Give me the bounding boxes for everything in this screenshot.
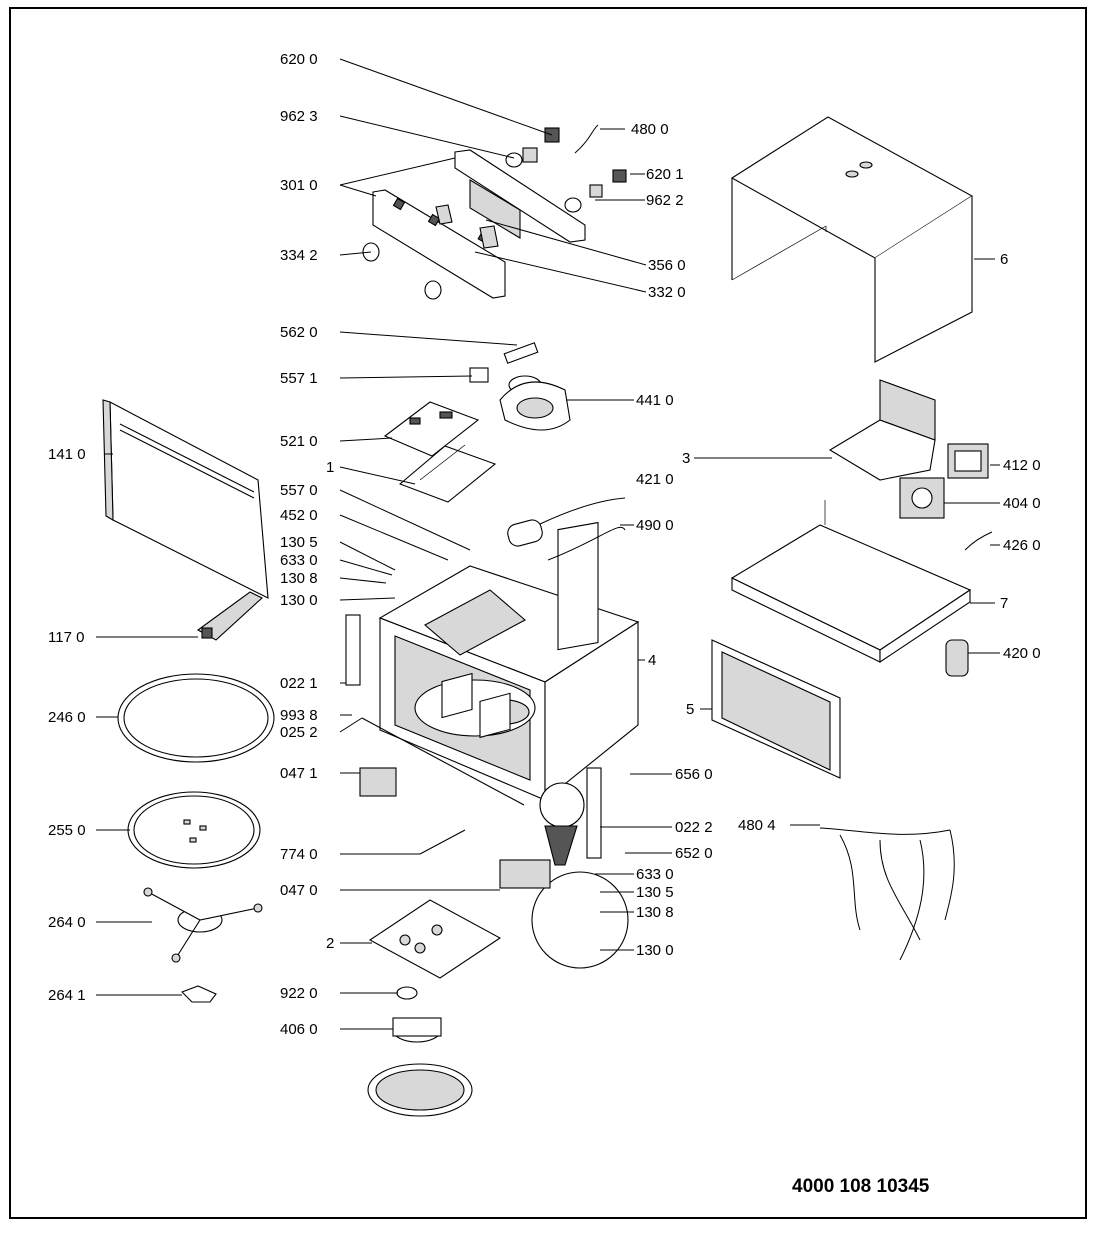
lower-base: [368, 899, 502, 979]
leader-lines: [96, 58, 1000, 1030]
label-480-4: 480 4: [738, 817, 776, 834]
label-130-8-a: 130 8: [280, 570, 318, 587]
label-246-0: 246 0: [48, 709, 86, 726]
turntable-motor: [392, 986, 442, 1043]
label-404-0: 404 0: [1003, 495, 1041, 512]
label-774-0: 774 0: [280, 846, 318, 863]
label-406-0: 406 0: [280, 1021, 318, 1038]
label-130-5-b: 130 5: [636, 884, 674, 901]
drip-tray: [711, 639, 841, 779]
label-633-0-a: 633 0: [280, 552, 318, 569]
label-2: 2: [326, 935, 334, 952]
label-6: 6: [1000, 251, 1008, 268]
glass-plate: [127, 791, 261, 869]
label-022-1: 022 1: [280, 675, 318, 692]
label-426-0: 426 0: [1003, 537, 1041, 554]
base-plate: [730, 500, 972, 664]
label-962-2: 962 2: [646, 192, 684, 209]
label-025-2: 025 2: [280, 724, 318, 741]
label-490-0: 490 0: [636, 517, 674, 534]
label-562-0: 562 0: [280, 324, 318, 341]
label-7: 7: [1000, 595, 1008, 612]
switch-parts: [505, 124, 627, 213]
label-993-8: 993 8: [280, 707, 318, 724]
label-412-0: 412 0: [1003, 457, 1041, 474]
label-420-0: 420 0: [1003, 645, 1041, 662]
label-141-0: 141 0: [48, 446, 86, 463]
label-3: 3: [682, 450, 690, 467]
label-130-8-b: 130 8: [636, 904, 674, 921]
label-922-0: 922 0: [280, 985, 318, 1002]
label-117-0: 117 0: [48, 629, 84, 646]
label-022-2: 022 2: [675, 819, 713, 836]
label-301-0: 301 0: [280, 177, 318, 194]
label-332-0: 332 0: [648, 284, 686, 301]
label-620-1: 620 1: [646, 166, 684, 183]
roller-support: [143, 887, 263, 963]
label-4: 4: [648, 652, 656, 669]
label-264-0: 264 0: [48, 914, 86, 931]
hinge-parts: [345, 614, 602, 889]
label-130-5-a: 130 5: [280, 534, 318, 551]
label-356-0: 356 0: [648, 257, 686, 274]
label-652-0: 652 0: [675, 845, 713, 862]
oven-cavity: [378, 521, 640, 802]
interlock-detail: [531, 782, 629, 969]
label-962-3: 962 3: [280, 108, 318, 125]
part-labels: 620 0 962 3 480 0 301 0 620 1 962 2 334 …: [48, 51, 1041, 1038]
label-421-0: 421 0: [636, 471, 674, 488]
label-521-0: 521 0: [280, 433, 318, 450]
fan-motor: [469, 342, 571, 431]
control-panel-assembly: [372, 149, 586, 299]
label-264-1: 264 1: [48, 987, 86, 1004]
outer-cabinet: [730, 116, 974, 363]
label-656-0: 656 0: [675, 766, 713, 783]
label-047-0: 047 0: [280, 882, 318, 899]
label-557-1: 557 1: [280, 370, 318, 387]
oven-door: [102, 399, 269, 599]
capacitor: [507, 497, 993, 677]
label-5: 5: [686, 701, 694, 718]
label-633-0-b: 633 0: [636, 866, 674, 883]
label-557-0: 557 0: [280, 482, 318, 499]
coupler: [181, 985, 217, 1003]
document-number: 4000 108 10345: [792, 1176, 930, 1197]
label-1: 1: [326, 459, 334, 476]
transformer: [947, 443, 989, 479]
label-255-0: 255 0: [48, 822, 86, 839]
label-480-0: 480 0: [631, 121, 669, 138]
label-334-2: 334 2: [280, 247, 318, 264]
air-guide: [828, 379, 936, 481]
label-130-0-b: 130 0: [636, 942, 674, 959]
bottom-seal: [367, 1063, 473, 1117]
turntable-ring: [117, 673, 275, 763]
label-452-0: 452 0: [280, 507, 318, 524]
door-handle: [196, 591, 263, 641]
label-620-0: 620 0: [280, 51, 318, 68]
magnetron: [899, 477, 945, 519]
circuit-board: [383, 401, 497, 503]
label-047-1: 047 1: [280, 765, 318, 782]
label-130-0-a: 130 0: [280, 592, 318, 609]
wiring-harness: [819, 827, 955, 961]
label-441-0: 441 0: [636, 392, 674, 409]
